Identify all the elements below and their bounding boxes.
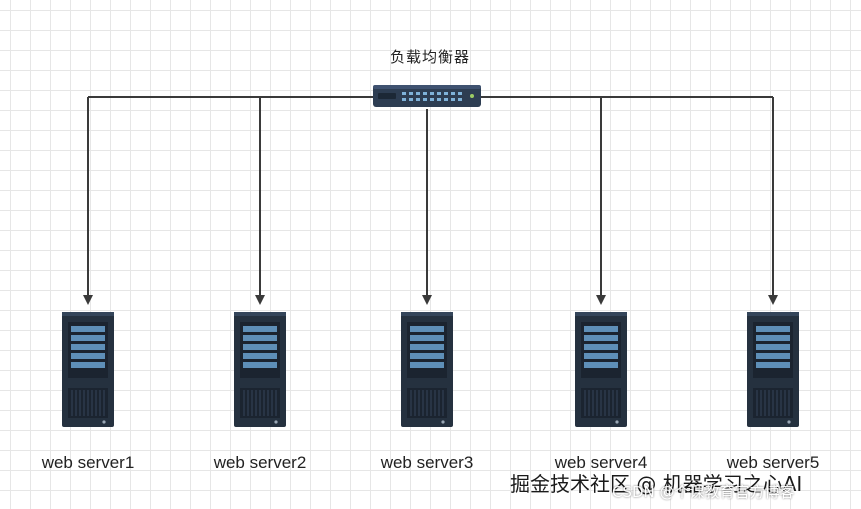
server-icon-4	[575, 312, 627, 427]
watermark-primary: 掘金技术社区 @ 机器学习之心AI	[510, 472, 803, 496]
server-icon-3	[401, 312, 453, 427]
server-label-4: web server4	[554, 453, 648, 472]
server-label-3: web server3	[380, 453, 474, 472]
load-balancer-icon	[373, 85, 481, 107]
server-icon-5	[747, 312, 799, 427]
server-label-1: web server1	[41, 453, 135, 472]
server-icon-1	[62, 312, 114, 427]
server-icon-2	[234, 312, 286, 427]
load-balancer-label: 负载均衡器	[389, 48, 470, 66]
server-label-5: web server5	[726, 453, 820, 472]
server-label-2: web server2	[213, 453, 307, 472]
watermark-secondary: CSDN @个课教育官方博客	[612, 483, 795, 501]
